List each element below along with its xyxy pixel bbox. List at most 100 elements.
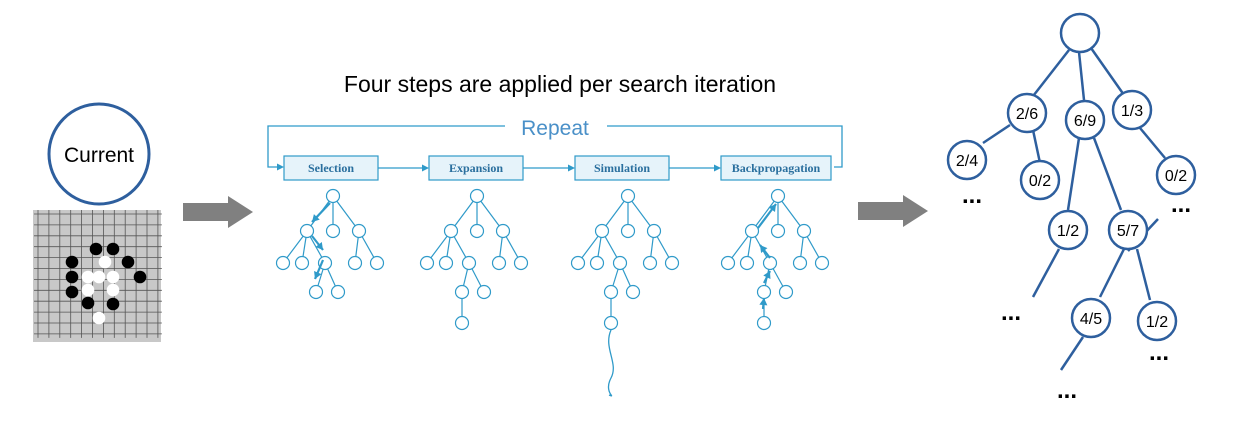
white-stone	[92, 311, 106, 325]
mini-tree-node	[443, 223, 459, 239]
backprop-path-arrow-head	[763, 271, 771, 280]
selection-path-arrow-head	[314, 270, 322, 279]
mini-tree-edge	[751, 195, 779, 232]
tree-edge	[1139, 127, 1166, 159]
backprop-path-arrow-head	[760, 245, 768, 253]
mini-tree-node	[770, 188, 786, 204]
white-stone	[106, 283, 120, 297]
repeat-label: Repeat	[521, 117, 589, 140]
black-stone	[106, 242, 120, 256]
selection-path-arrow-head	[312, 214, 320, 222]
tree-node-value: 1/2	[1146, 314, 1168, 331]
tree-edge	[1031, 248, 1061, 298]
step-label-simulation: Simulation	[594, 161, 650, 175]
mini-tree-node	[620, 223, 636, 239]
black-stone	[106, 297, 120, 311]
tree-node-value: 1/2	[1057, 223, 1079, 240]
ellipsis-mark: ...	[962, 182, 982, 209]
step-label-expansion: Expansion	[449, 161, 503, 175]
mini-tree-node	[792, 255, 808, 271]
mini-tree-node	[778, 284, 794, 300]
mini-tree-node	[770, 223, 786, 239]
tree-node	[1070, 297, 1112, 339]
search-tree	[982, 47, 1166, 371]
step-expansion: Expansion	[428, 155, 524, 181]
backprop-path-arrow-head	[759, 298, 768, 306]
go-board	[33, 210, 162, 342]
mini-tree-node	[744, 223, 760, 239]
mini-tree-edge	[332, 195, 360, 232]
step-label-backpropagation: Backpropagation	[732, 161, 821, 175]
selection-path-arrow-head	[315, 242, 323, 250]
tree-edge	[1066, 137, 1081, 211]
arrow-right-icon	[183, 196, 253, 228]
mini-tree-node	[347, 255, 363, 271]
arrow-right-icon	[858, 195, 928, 227]
white-stone	[81, 270, 95, 284]
mini-tree-backpropagation	[720, 188, 830, 331]
black-stone	[89, 242, 103, 256]
mini-tree-node	[308, 284, 324, 300]
mini-tree-node	[369, 255, 385, 271]
tree-edge	[1077, 51, 1086, 101]
ellipsis-mark: ...	[1001, 299, 1021, 326]
tree-edge	[1059, 336, 1085, 371]
ellipsis-mark: ...	[1171, 191, 1191, 218]
mini-tree-node	[756, 284, 772, 300]
tree-node	[1019, 159, 1061, 201]
tree-edge	[1031, 129, 1042, 164]
repeat-loop: Repeat	[267, 117, 843, 171]
tree-edge	[1092, 137, 1123, 211]
black-stone	[65, 255, 79, 269]
mini-tree-edge	[777, 195, 805, 232]
current-label: Current	[64, 144, 134, 167]
rollout-path	[607, 329, 614, 397]
repeat-loop-arrowhead	[277, 163, 284, 171]
tree-node	[1047, 209, 1089, 251]
mini-tree-node	[491, 255, 507, 271]
backprop-path-arrow-head	[768, 204, 776, 212]
tree-node-value: 1/3	[1121, 103, 1143, 120]
step-connectors	[378, 164, 721, 172]
step-label-selection: Selection	[308, 161, 354, 175]
tree-node-value: 2/4	[956, 153, 978, 170]
mini-tree-node	[612, 255, 628, 271]
tree-node	[946, 139, 988, 181]
search-tree-labels: 2/6 6/9 1/3 2/4 0/2 0/2 1/2 5/7 4/5 1/2	[956, 103, 1187, 331]
mini-tree-node	[317, 255, 333, 271]
black-stone	[65, 285, 79, 299]
mini-tree-node	[720, 255, 736, 271]
mini-tree-node	[589, 255, 605, 271]
mini-tree-node	[603, 315, 619, 331]
mini-tree-edge	[627, 195, 655, 232]
mini-tree-node	[275, 255, 291, 271]
mini-tree-simulation	[570, 188, 680, 397]
mini-tree-node	[796, 223, 812, 239]
white-stone	[98, 255, 112, 269]
mini-tree-node	[762, 255, 778, 271]
step-box-backpropagation	[720, 155, 832, 181]
black-stone	[133, 270, 147, 284]
mini-tree-node	[351, 223, 367, 239]
tree-node-value: 4/5	[1080, 311, 1102, 328]
tree-root-node	[1059, 12, 1101, 54]
mini-tree-node	[620, 188, 636, 204]
mini-tree-node	[325, 188, 341, 204]
mini-tree-node	[469, 188, 485, 204]
tree-node	[1006, 92, 1048, 134]
mini-tree-node	[664, 255, 680, 271]
current-state: Current	[47, 102, 151, 206]
mini-tree-node	[294, 255, 310, 271]
search-tree-nodes	[946, 12, 1197, 342]
mini-tree-node	[594, 223, 610, 239]
diagram-title: Four steps are applied per search iterat…	[344, 71, 776, 97]
mini-tree-expansion	[419, 188, 529, 331]
mini-tree-selection	[275, 188, 385, 300]
current-node	[47, 102, 151, 206]
tree-node	[1111, 89, 1153, 131]
tree-node-value: 0/2	[1165, 168, 1187, 185]
flow-arrow-left	[183, 196, 253, 228]
mini-tree-edge	[476, 195, 504, 232]
mini-tree-node	[476, 284, 492, 300]
